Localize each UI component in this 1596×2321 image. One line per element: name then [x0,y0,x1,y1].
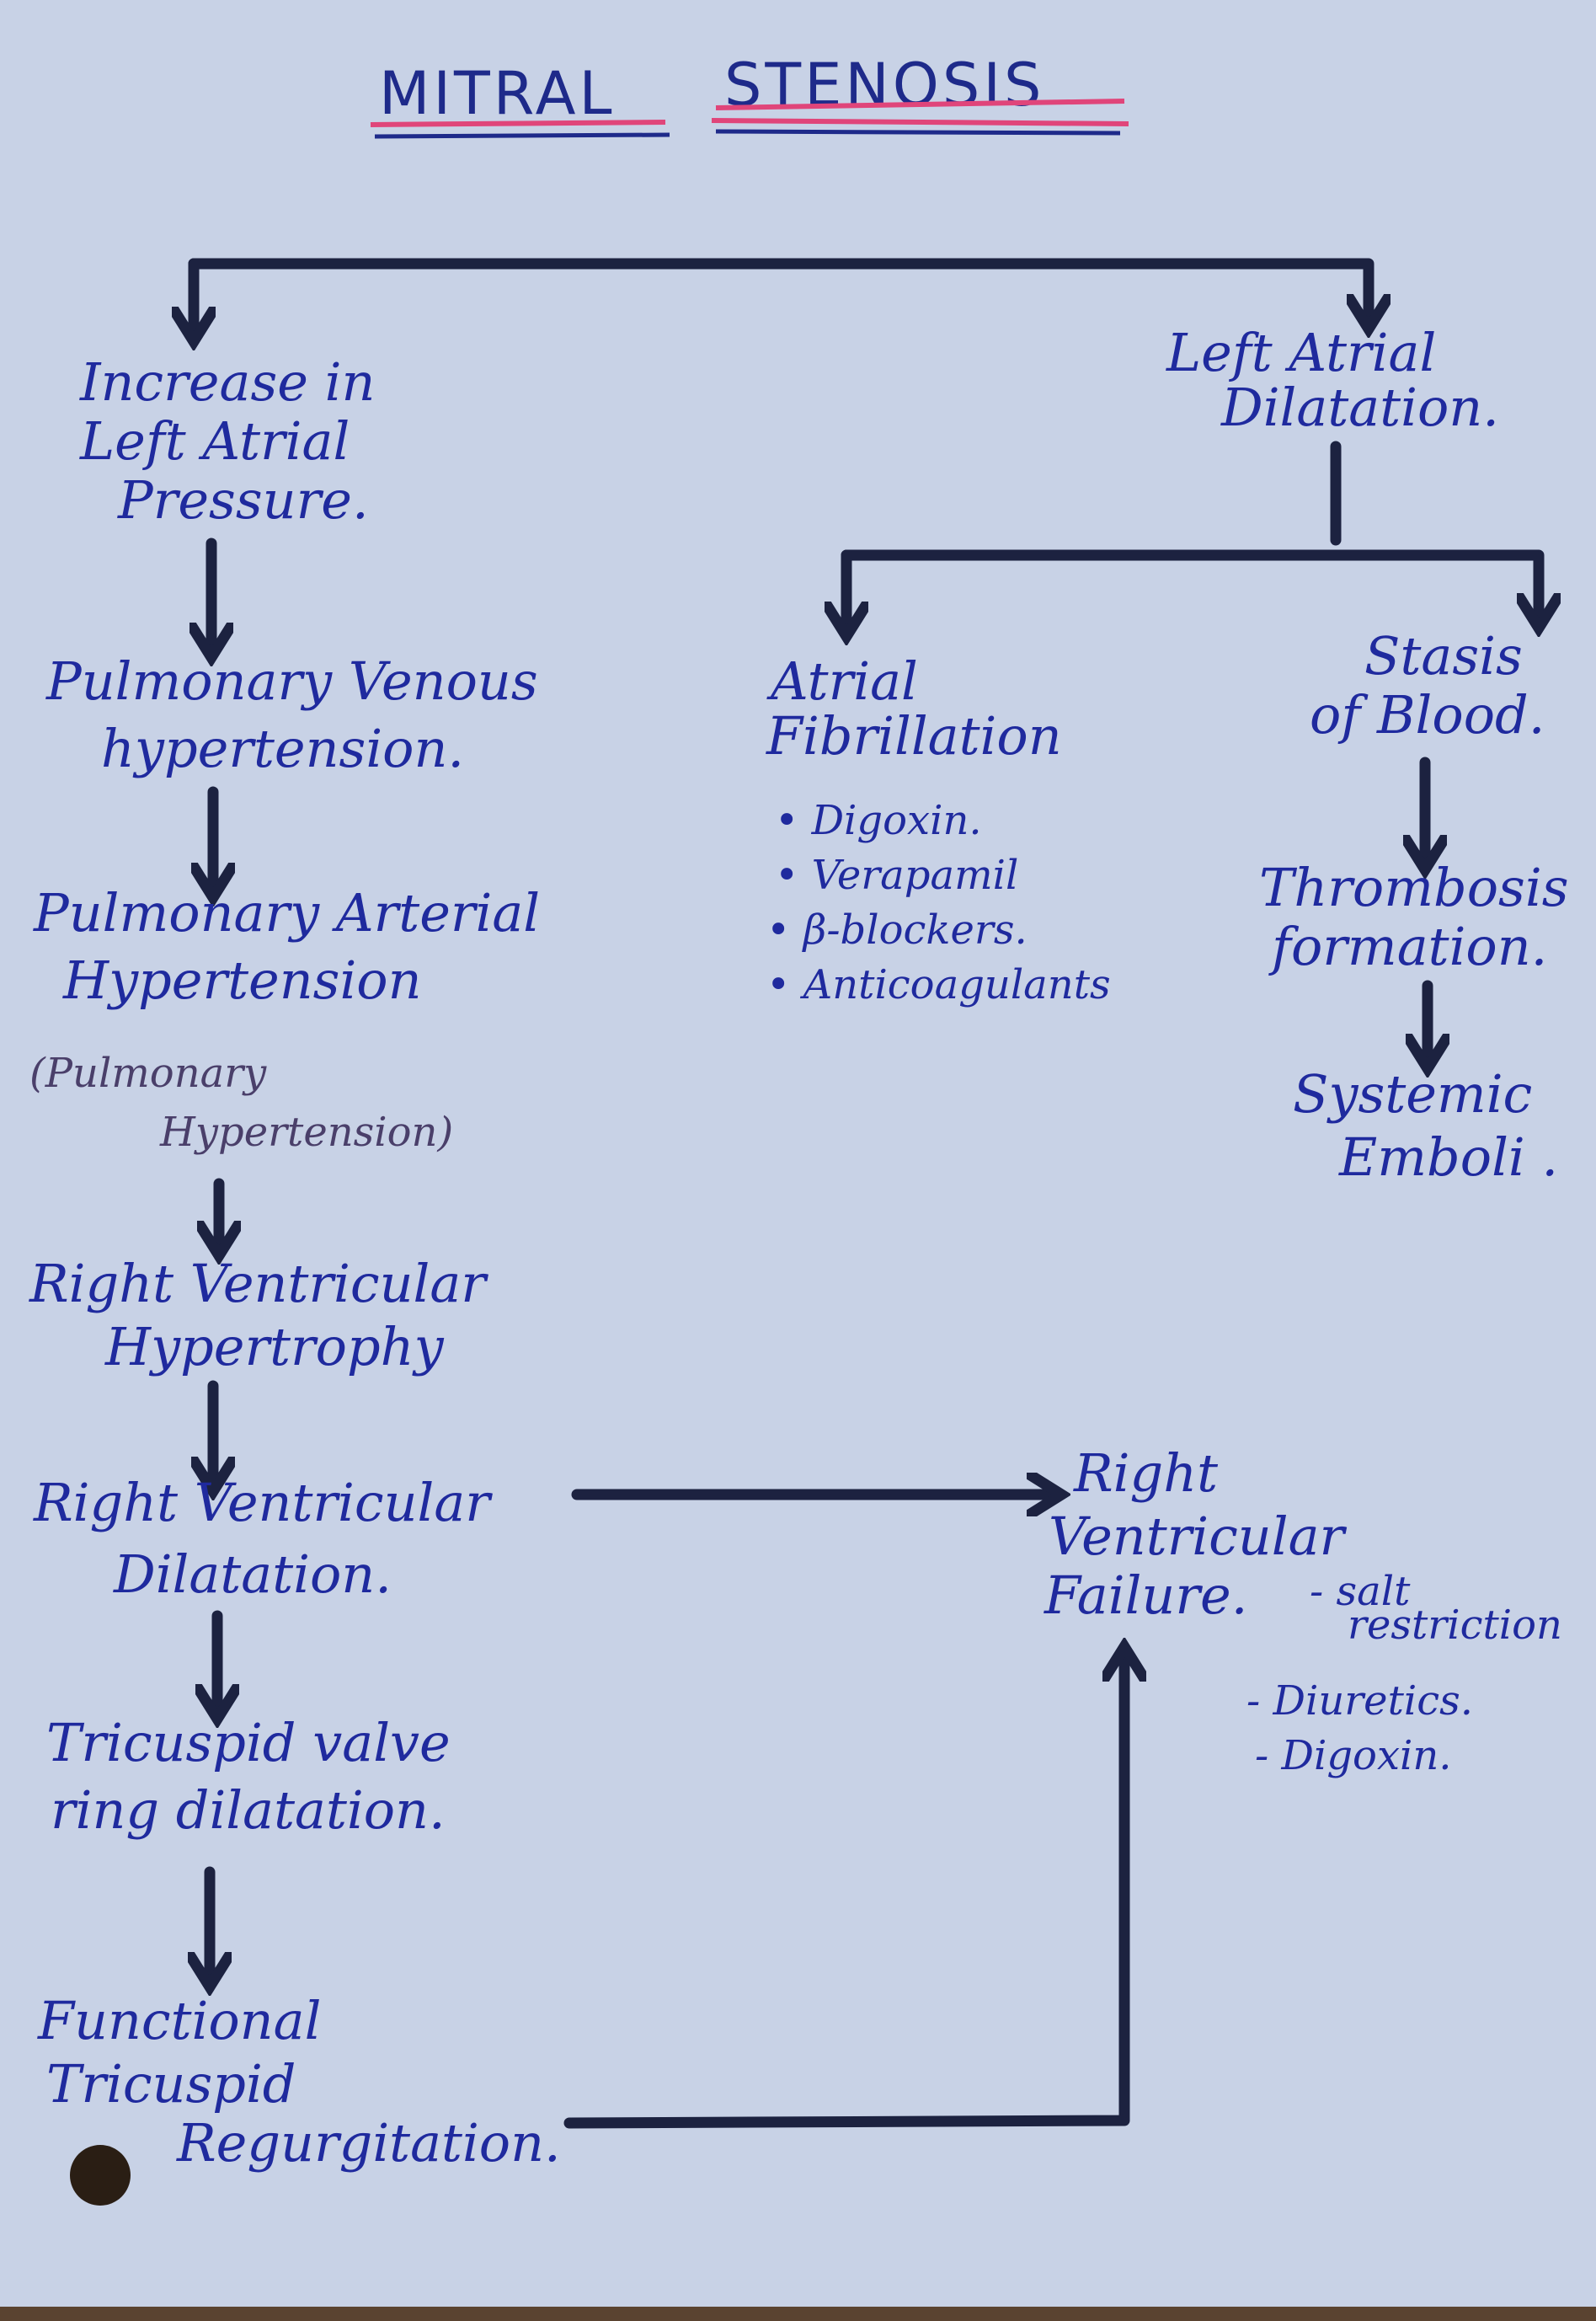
handwritten-text: • Digoxin. [775,797,982,844]
handwritten-text: Thrombosis [1259,857,1569,918]
handwritten-text: Dilatation. [1220,377,1499,438]
handwritten-text: Functional [37,1990,321,2051]
handwritten-text: • Verapamil [775,852,1018,899]
handwritten-text: Pressure. [117,469,369,531]
title-underlines [370,99,1129,139]
handwritten-text: Pulmonary Venous [45,650,538,712]
handwritten-text: Ventricular [1049,1505,1348,1567]
node-right-ventricular-failure: Right Ventricular Failure. [1044,1442,1348,1626]
handwritten-text: Failure. [1044,1564,1247,1626]
handwritten-text: restriction [1348,1602,1562,1649]
handwritten-text: Hypertension [62,949,422,1011]
node-increase-left-atrial-pressure: Increase in Left Atrial Pressure. [79,351,375,531]
node-pulmonary-venous-hypertension: Pulmonary Venous hypertension. [45,650,538,779]
handwritten-text: • β-blockers. [766,906,1028,954]
handwritten-text: Right Ventricular [29,1253,488,1314]
af-treatment-list: • Digoxin. • Verapamil • β-blockers. • A… [766,797,1111,1008]
rvf-treatment-list: - salt restriction - Diuretics. - Digoxi… [1246,1568,1562,1779]
handwritten-text: Increase in [79,351,375,413]
node-right-ventricular-hypertrophy: Right Ventricular Hypertrophy [29,1253,488,1377]
handwritten-text: Tricuspid valve [46,1712,451,1773]
handwritten-text: Right [1073,1442,1218,1504]
handwritten-text: Emboli . [1338,1126,1558,1188]
handwritten-text: • Anticoagulants [766,961,1111,1008]
handwritten-text: - Digoxin. [1255,1732,1452,1779]
handwritten-text: of Blood. [1310,684,1545,746]
handwritten-text: - salt [1310,1568,1411,1615]
node-tricuspid-valve-ring-dilatation: Tricuspid valve ring dilatation. [46,1712,451,1841]
node-functional-tricuspid-regurgitation: Functional Tricuspid Regurgitation. [37,1990,561,2174]
handwritten-text: Right Ventricular [33,1472,493,1533]
handwritten-text: Stasis [1364,625,1523,687]
node-right-ventricular-dilatation: Right Ventricular Dilatation. [33,1472,493,1605]
node-systemic-emboli: Systemic Emboli . [1293,1063,1558,1188]
handwritten-text: Left Atrial [79,410,350,472]
handwritten-text: Atrial [766,650,918,712]
flow-arrows [194,258,1539,2129]
handwritten-text: Tricuspid [46,2053,296,2115]
handwritten-text: (Pulmonary [29,1050,267,1097]
handwritten-text: Regurgitation. [176,2112,561,2174]
title-word-mitral: MITRAL [379,59,615,128]
table-edge [0,2307,1596,2321]
handwritten-text: Systemic [1293,1063,1532,1125]
node-pulmonary-arterial-hypertension: Pulmonary Arterial Hypertension (Pulmona… [29,882,540,1156]
handwritten-text: - Diuretics. [1246,1677,1473,1725]
handwritten-text: Pulmonary Arterial [33,882,540,944]
handwritten-text: formation. [1268,916,1547,977]
node-atrial-fibrillation: Atrial Fibrillation [766,650,1062,767]
node-left-atrial-dilatation: Left Atrial Dilatation. [1166,322,1499,438]
node-stasis-of-blood: Stasis of Blood. [1310,625,1545,746]
punch-hole [70,2145,131,2206]
handwritten-text: Hypertension) [159,1109,453,1156]
node-thrombosis-formation: Thrombosis formation. [1259,857,1569,977]
handwritten-text: ring dilatation. [51,1779,446,1841]
handwritten-text: Left Atrial [1166,322,1436,383]
arrow-ftr-to-rvf [563,1655,1124,2129]
handwritten-text: Fibrillation [766,705,1062,767]
handwritten-text: Dilatation. [113,1543,392,1605]
handwritten-text: Hypertrophy [104,1316,445,1377]
handwritten-text: hypertension. [101,718,464,779]
